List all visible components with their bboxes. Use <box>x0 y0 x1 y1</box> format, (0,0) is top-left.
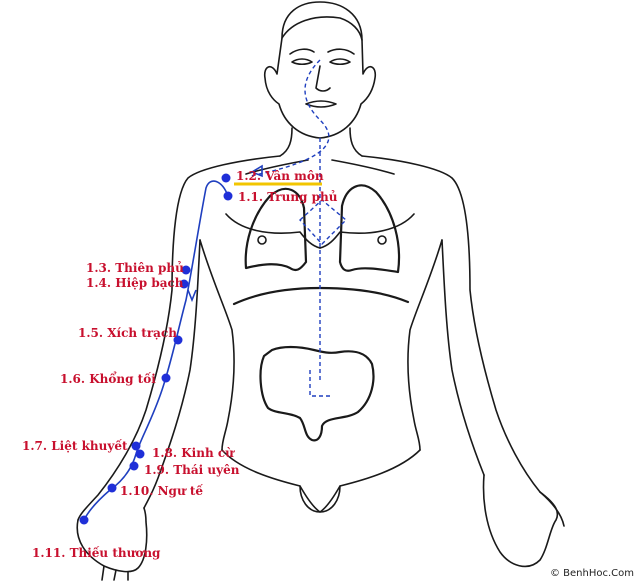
hip-line <box>221 449 421 513</box>
right-shoulder-arm-outer <box>361 155 541 493</box>
point-1-dot <box>223 191 233 201</box>
large-intestine <box>259 345 375 442</box>
left-inner-arm <box>143 239 201 509</box>
point-label-11: 1.11. Thiếu thương <box>32 546 161 560</box>
point-2-dot <box>221 173 231 183</box>
point-3-dot <box>181 265 191 275</box>
left-eye <box>291 58 313 66</box>
right-eye <box>329 58 351 66</box>
left-shoulder-arm-outer <box>77 155 281 521</box>
meridian-arrow-2 <box>187 289 197 303</box>
groin <box>299 485 341 513</box>
right-inner-arm <box>441 239 485 476</box>
mouth <box>305 100 337 108</box>
left-hand <box>76 507 148 573</box>
left-lung <box>244 187 308 272</box>
point-label-9: 1.9. Thái uyên <box>144 463 240 477</box>
point-label-7: 1.7. Liệt khuyết <box>22 439 128 453</box>
point-label-4: 1.4. Hiệp bạch <box>86 276 184 290</box>
right-hand <box>482 474 559 568</box>
point-7-dot <box>131 441 141 451</box>
internal-path-upper <box>249 59 330 177</box>
left-fingers <box>101 565 129 581</box>
head-outline <box>263 1 377 139</box>
point-10-dot <box>107 483 117 493</box>
right-torso-side <box>407 239 443 451</box>
right-collarbone <box>331 159 395 175</box>
point-label-8: 1.8. Kinh cừ <box>152 446 234 460</box>
nose <box>315 65 331 92</box>
left-pectoral <box>225 213 321 249</box>
internal-path-stomach <box>309 370 330 397</box>
left-torso-side <box>199 239 235 451</box>
neck-left <box>279 127 293 157</box>
point-label-6: 1.6. Khổng tối <box>60 372 156 386</box>
point-6-dot <box>161 373 171 383</box>
point-label-1: 1.1. Trung phủ <box>238 190 338 204</box>
right-brow <box>327 48 355 55</box>
point-label-10: 1.10. Ngư tế <box>120 484 204 498</box>
point-label-5: 1.5. Xích trạch <box>78 326 177 340</box>
meridian-arrow-1 <box>250 164 263 178</box>
point-11-dot <box>79 515 89 525</box>
point-label-3: 1.3. Thiên phủ <box>86 261 184 275</box>
point-8-dot <box>135 449 145 459</box>
point-label-2: 1.2. Vân môn <box>236 169 324 183</box>
neck-right <box>349 127 363 157</box>
right-thumb <box>539 491 565 527</box>
point-4-dot <box>179 279 189 289</box>
internal-path-lung-loop <box>299 199 348 246</box>
point-5-dot <box>173 335 183 345</box>
right-lung <box>338 184 401 274</box>
right-nipple <box>377 235 387 245</box>
left-brow <box>289 48 315 55</box>
hair-line <box>281 16 363 41</box>
diaphragm <box>232 286 410 306</box>
point-9-dot <box>129 461 139 471</box>
site-credit: © BenhHoc.Com <box>549 568 634 579</box>
left-nipple <box>257 235 267 245</box>
